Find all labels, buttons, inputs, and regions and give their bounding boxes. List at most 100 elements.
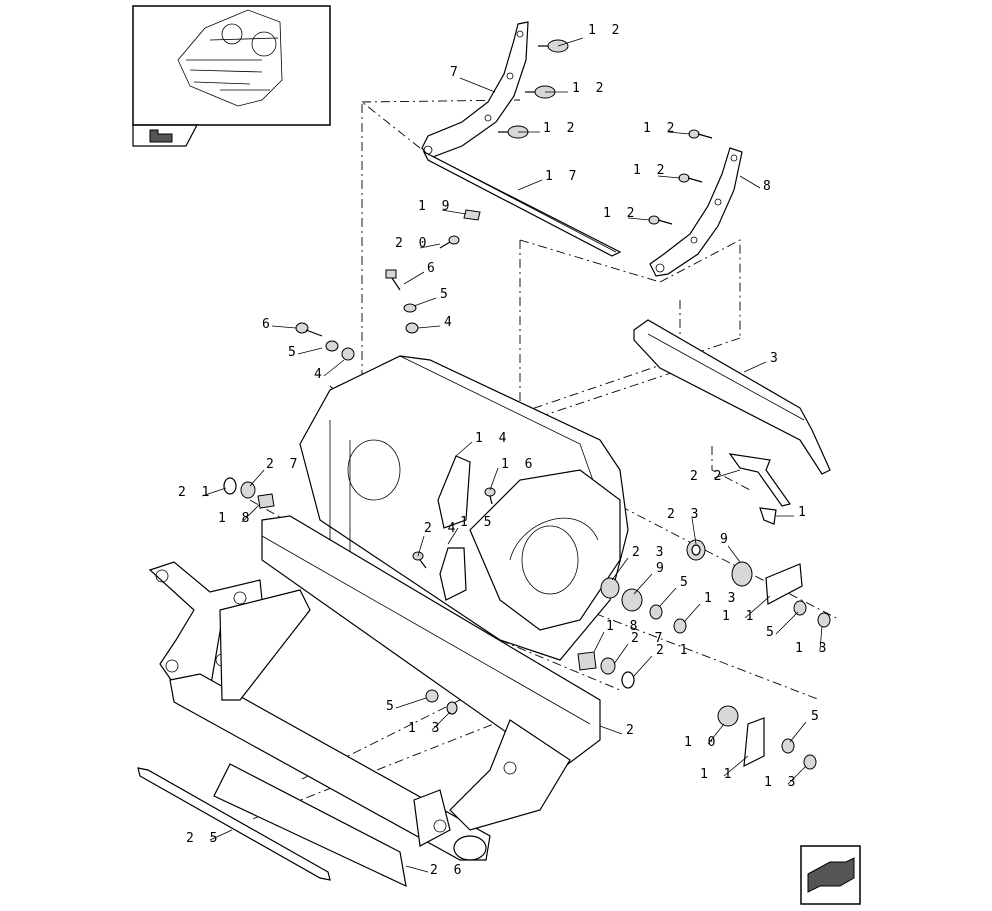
callout-leader-line	[775, 611, 799, 635]
callout-leader-line	[395, 697, 427, 709]
callout-leader-line	[593, 631, 605, 653]
callout-label: 1 2	[633, 163, 668, 178]
callout-label: 9	[656, 561, 668, 576]
curved-plate-7	[421, 21, 529, 159]
clip-1	[759, 507, 777, 525]
next-page-arrow-icon[interactable]	[800, 845, 861, 905]
washer-23-a	[686, 539, 706, 561]
callout-leader-line	[633, 655, 653, 677]
callout-label: 1 1	[700, 767, 735, 782]
lower-frame-2	[148, 515, 601, 861]
callout-leader-line	[323, 359, 345, 377]
callout-leader-line	[667, 131, 691, 135]
callout-leader-line	[819, 625, 823, 651]
callout-label: 1 2	[572, 81, 607, 96]
bracket-22	[728, 453, 791, 507]
bolt-6-upper	[385, 269, 401, 291]
callout-leader-line	[659, 587, 677, 607]
callout-label: 2 1	[178, 485, 213, 500]
guard-3	[633, 319, 831, 475]
callout-leader-line	[787, 765, 807, 785]
plate-11-b	[743, 717, 765, 768]
callout-leader-line	[459, 77, 496, 93]
callout-label: 1 1	[722, 609, 757, 624]
callout-label: 1 3	[764, 775, 799, 790]
callout-leader-line	[209, 829, 233, 841]
callout-label: 1	[798, 505, 810, 520]
bushing-9-a	[731, 561, 753, 587]
callout-label: 1 3	[795, 641, 830, 656]
callout-label: 2 1	[656, 643, 691, 658]
callout-leader-line	[557, 37, 584, 47]
callout-leader-line	[739, 175, 761, 189]
callout-label: 5	[766, 625, 778, 640]
callout-leader-line	[455, 441, 473, 457]
callout-leader-line	[713, 469, 741, 479]
callout-label: 2 2	[690, 469, 725, 484]
bolt-12-f	[648, 215, 673, 225]
callout-leader-line	[727, 545, 741, 563]
callout-leader-line	[441, 209, 467, 215]
nut-4-left	[341, 347, 355, 361]
clip-19	[463, 209, 481, 221]
callout-label: 1 8	[218, 511, 253, 526]
callout-label: 1 3	[704, 591, 739, 606]
callout-label: 1 4	[475, 431, 510, 446]
bolt-20	[439, 235, 460, 249]
callout-label: 5	[288, 345, 300, 360]
callout-label: 2	[626, 723, 638, 738]
callout-label: 1 2	[588, 23, 623, 38]
bolt-12-a	[538, 39, 569, 53]
callout-label: 1 9	[418, 199, 453, 214]
callout-leader-line	[419, 243, 441, 249]
callout-leader-line	[297, 347, 323, 355]
washer-5-lower	[425, 689, 439, 703]
washer-23-b	[600, 577, 620, 599]
callout-leader-line	[683, 603, 701, 623]
nut-4-upper	[405, 322, 419, 334]
nut-13-c	[803, 754, 817, 770]
callout-label: 1 8	[606, 619, 641, 634]
strip-25	[137, 767, 331, 881]
callout-label: 1 7	[545, 169, 580, 184]
pin-18-right	[577, 651, 597, 671]
washer-27-right	[600, 657, 616, 675]
ring-21-right	[621, 671, 635, 689]
callout-label: 6	[427, 261, 439, 276]
washer-5-upper	[403, 303, 417, 313]
bolt-16	[484, 487, 496, 505]
callout-label: 1 2	[643, 121, 678, 136]
callout-label: 1 5	[460, 515, 495, 530]
callout-label: 1 6	[501, 457, 536, 472]
callout-label: 8	[763, 179, 775, 194]
nut-13-a	[817, 612, 831, 628]
callout-label: 1 2	[543, 121, 578, 136]
callout-leader-line	[657, 175, 681, 179]
bolt-12-d	[688, 129, 713, 139]
washer-27-left	[240, 481, 256, 499]
callout-leader-line	[633, 573, 653, 595]
callout-leader-line	[405, 865, 429, 873]
callout-leader-line	[744, 595, 771, 619]
callout-label: 4	[314, 367, 326, 382]
callout-label: 4	[444, 315, 456, 330]
washer-5-a	[793, 600, 807, 616]
callout-label: 2 5	[186, 831, 221, 846]
curved-plate-8	[649, 147, 743, 277]
bushing-10	[717, 705, 739, 727]
panel-26	[213, 763, 407, 888]
callout-leader-line	[271, 325, 297, 329]
callout-label: 3	[770, 351, 782, 366]
callout-leader-line	[517, 179, 543, 191]
bushing-9-b	[621, 588, 643, 612]
callout-label: 5	[811, 709, 823, 724]
callout-label: 2 4	[424, 521, 459, 536]
bolt-6-left	[295, 322, 323, 337]
callout-leader-line	[613, 643, 629, 665]
callout-label: 7	[450, 65, 462, 80]
callout-leader-line	[691, 517, 697, 545]
callout-leader-line	[201, 487, 227, 497]
callout-leader-line	[723, 755, 749, 777]
bolt-12-e	[678, 173, 703, 183]
